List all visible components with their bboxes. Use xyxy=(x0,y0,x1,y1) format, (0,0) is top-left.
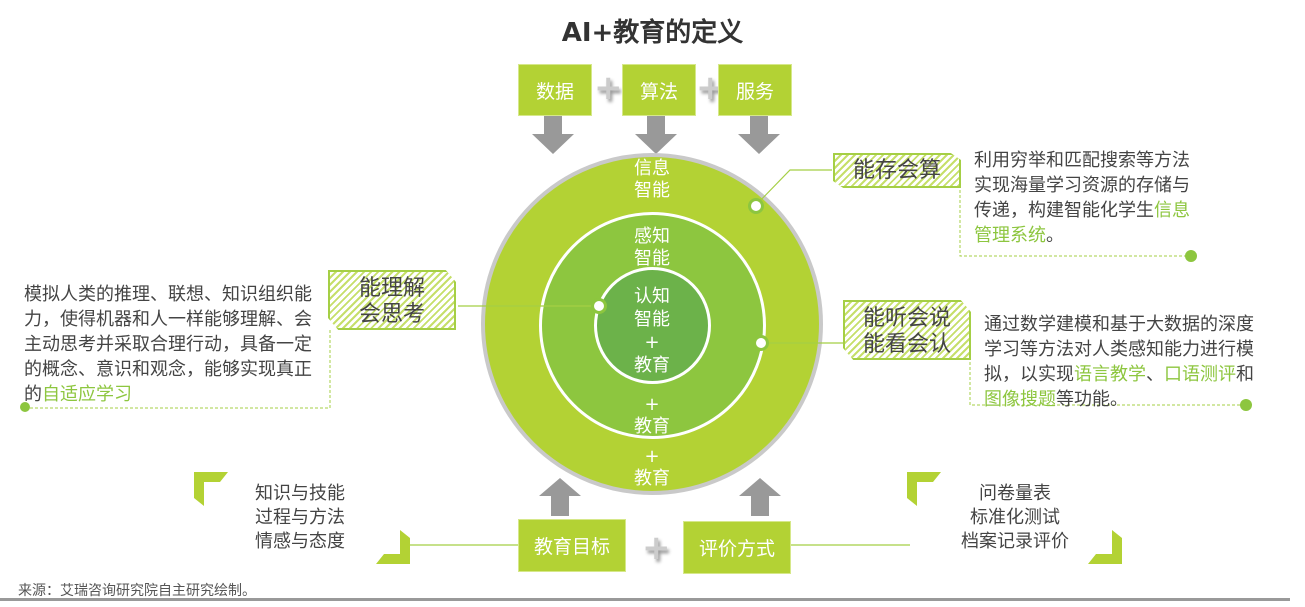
end-dot xyxy=(20,402,30,412)
inner-circle-label: 认知智能+教育 xyxy=(634,286,670,376)
inner-circle-cognitive-intelligence xyxy=(594,267,711,384)
evaluation-list: 问卷量表标准化测试档案记录评价 xyxy=(961,483,1069,552)
goal-list: 知识与技能过程与方法情感与态度 xyxy=(255,483,345,552)
desc-understand-think: 模拟人类的推理、联想、知识组织能力，使得机器和人一样能够理解、会主动思考并采取合… xyxy=(24,284,312,405)
data-box: 数据 xyxy=(518,64,592,116)
middle-ring-label: 感知智能 xyxy=(634,226,670,269)
footer-divider xyxy=(0,598,1290,601)
middle-ring-suffix: +教育 xyxy=(634,394,670,437)
corner-bracket-icon xyxy=(194,472,228,506)
source-note: 来源：艾瑞咨询研究院自主研究绘制。 xyxy=(18,583,256,599)
algorithm-box: 算法 xyxy=(622,64,696,116)
connector-node xyxy=(748,198,764,214)
connector-node xyxy=(591,298,607,314)
plus-icon: + xyxy=(642,528,671,568)
down-arrows xyxy=(532,116,780,154)
up-arrows xyxy=(539,478,781,516)
tag-understand-think: 能理解会思考 xyxy=(328,270,456,330)
arrow-down-icon xyxy=(635,116,677,154)
arrow-down-icon xyxy=(532,116,574,154)
corner-bracket-icon xyxy=(907,472,941,506)
desc-store-compute: 利用穷举和匹配搜索等方法实现海量学习资源的存储与传递，构建智能化学生信息管理系统… xyxy=(974,150,1190,246)
end-dot xyxy=(1240,399,1252,411)
service-box: 服务 xyxy=(718,64,792,116)
arrow-up-icon xyxy=(539,478,581,516)
outer-ring-suffix: +教育 xyxy=(634,446,670,489)
evaluation-method-box: 评价方式 xyxy=(683,521,791,574)
desc-listen-see: 通过数学建模和基于大数据的深度学习等方法对人类感知能力进行模拟，以实现语言教学、… xyxy=(984,314,1254,410)
corner-bracket-icon xyxy=(1088,530,1122,564)
arrow-down-icon xyxy=(738,116,780,154)
outer-ring-label: 信息智能 xyxy=(634,158,670,201)
education-goal-box: 教育目标 xyxy=(518,519,626,572)
page-title: AI+教育的定义 xyxy=(561,18,744,48)
plus-icon: + xyxy=(594,68,623,108)
end-dot xyxy=(1185,250,1197,262)
tag-listen-see: 能听会说能看会认 xyxy=(843,300,971,360)
arrow-up-icon xyxy=(739,478,781,516)
corner-bracket-icon xyxy=(376,530,410,564)
connector-node xyxy=(753,335,769,351)
tag-store-compute: 能存会算 xyxy=(833,153,961,188)
